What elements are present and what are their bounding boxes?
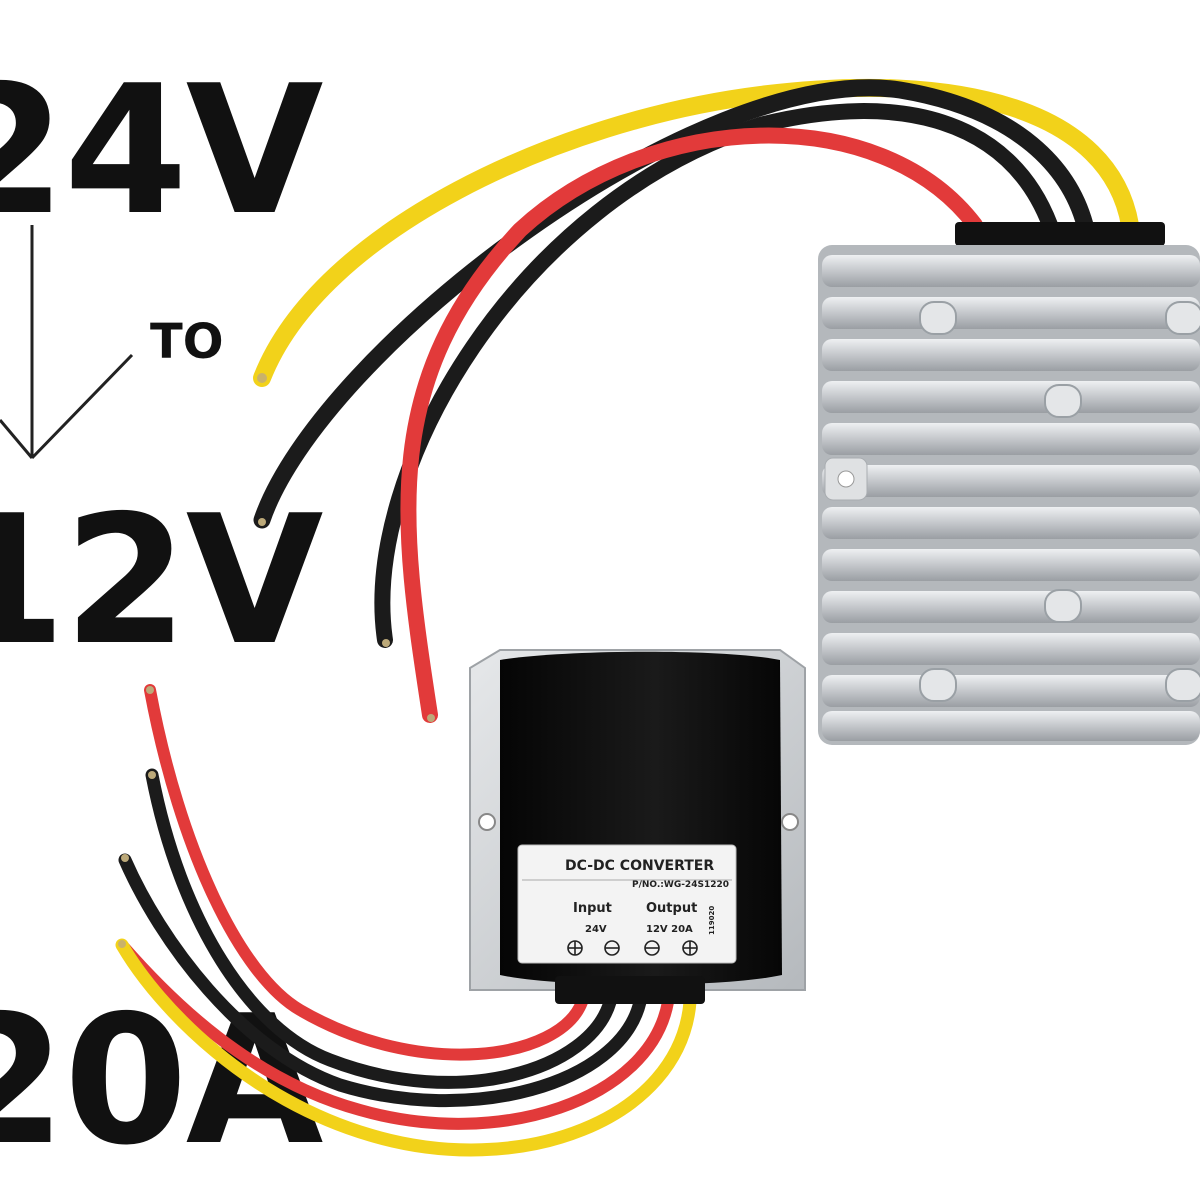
plus-icon (682, 940, 698, 956)
heatsink-fins (822, 255, 1200, 741)
label-output: Output (646, 901, 697, 916)
down-arrow-icon (0, 225, 134, 460)
label-output-value: 12V 20A (646, 924, 693, 935)
label-title: DC-DC CONVERTER (565, 858, 714, 874)
minus-icon (644, 940, 660, 956)
small-converter: DC-DC CONVERTER P/NO.:WG-24S1220 Input 2… (115, 649, 806, 1157)
plus-icon (567, 940, 583, 956)
input-voltage-text: 24V (0, 47, 323, 254)
large-converter (253, 78, 1200, 745)
label-side-code: 119020 (708, 906, 716, 935)
to-text: TO (150, 314, 224, 370)
label-part-no: P/NO.:WG-24S1220 (632, 880, 729, 890)
label-input: Input (573, 901, 612, 916)
screw-icon (919, 301, 1200, 702)
label-input-value: 24V (585, 924, 607, 935)
minus-icon (604, 940, 620, 956)
